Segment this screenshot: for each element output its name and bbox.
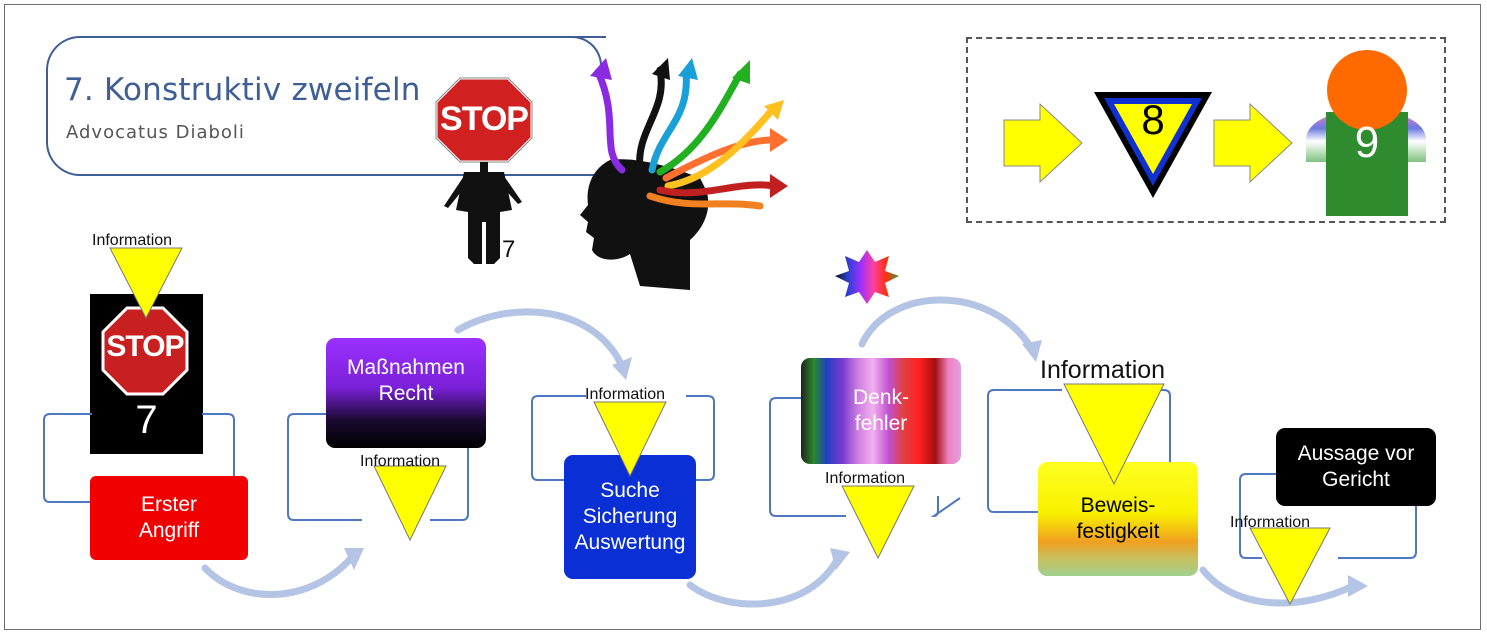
info-triangle-3 <box>593 401 667 478</box>
flow-arrowheads <box>344 340 1368 597</box>
info-triangle-4 <box>841 485 915 560</box>
person-stop-text: STOP <box>440 100 529 138</box>
step-denkfehler: Denk- fehler <box>852 385 910 435</box>
information-label-2: Information <box>360 453 441 470</box>
information-label-5: Information <box>1040 356 1166 384</box>
info-triangle-6 <box>1249 527 1331 606</box>
page-title: 7. Konstruktiv zweifeln <box>64 72 421 108</box>
badge-8-number: 8 <box>1141 96 1165 143</box>
flow-arrow-5 <box>1199 566 1359 607</box>
arrowhead-3 <box>830 548 850 570</box>
badge-9-head <box>1327 50 1407 130</box>
stop-card-sign <box>101 306 189 396</box>
arrowhead-5 <box>1348 575 1368 597</box>
stop-person-figure <box>434 76 534 264</box>
information-label-1: Information <box>92 232 173 249</box>
information-label-6: Information <box>1230 514 1311 531</box>
info-triangle-5 <box>1063 383 1165 486</box>
head-arrows-icon <box>580 58 788 290</box>
arrowhead-2 <box>612 357 632 380</box>
step-bg-beweis <box>1038 462 1198 576</box>
flow-arrows <box>201 296 1359 608</box>
flow-arrow-2 <box>454 308 624 366</box>
step-massnahmen-recht: Maßnahmen Recht <box>347 355 465 405</box>
stop-card-number: 7 <box>135 398 158 442</box>
step-erster-angriff: Erster Angriff <box>90 476 248 560</box>
step-bg-denkfehler <box>801 358 961 464</box>
step-aussage-vor-gericht: Aussage vor Gericht <box>1276 428 1436 506</box>
arrowhead-4 <box>1022 340 1042 362</box>
information-label-3: Information <box>585 386 666 403</box>
title-panel <box>46 36 606 176</box>
badge-9-number: 9 <box>1354 118 1380 167</box>
step-brackets <box>43 389 1417 559</box>
flow-arrow-1 <box>201 553 356 598</box>
info-triangle-1 <box>109 247 183 320</box>
stop-card-sign-text: STOP <box>106 330 184 363</box>
flow-arrow-4 <box>858 296 1034 350</box>
figure-number: 7 <box>502 236 516 263</box>
step-bg-massnahmen <box>326 338 486 448</box>
rainbow-star-icon <box>835 250 899 304</box>
legend-arrow-2 <box>1213 102 1293 184</box>
legend-box <box>966 37 1446 223</box>
legend-arrow-1 <box>1003 102 1083 184</box>
outer-frame <box>4 4 1481 630</box>
step-beweisfestigkeit: Beweis- festigkeit <box>1076 493 1160 543</box>
badge-8-triangle-yellow <box>1114 104 1192 174</box>
info-triangle-2 <box>373 465 447 542</box>
arrowhead-1 <box>344 548 364 570</box>
information-label-4: Information <box>825 470 906 487</box>
person-body <box>456 172 512 264</box>
flow-arrow-3 <box>686 554 842 608</box>
page-subtitle: Advocatus Diaboli <box>66 122 245 143</box>
